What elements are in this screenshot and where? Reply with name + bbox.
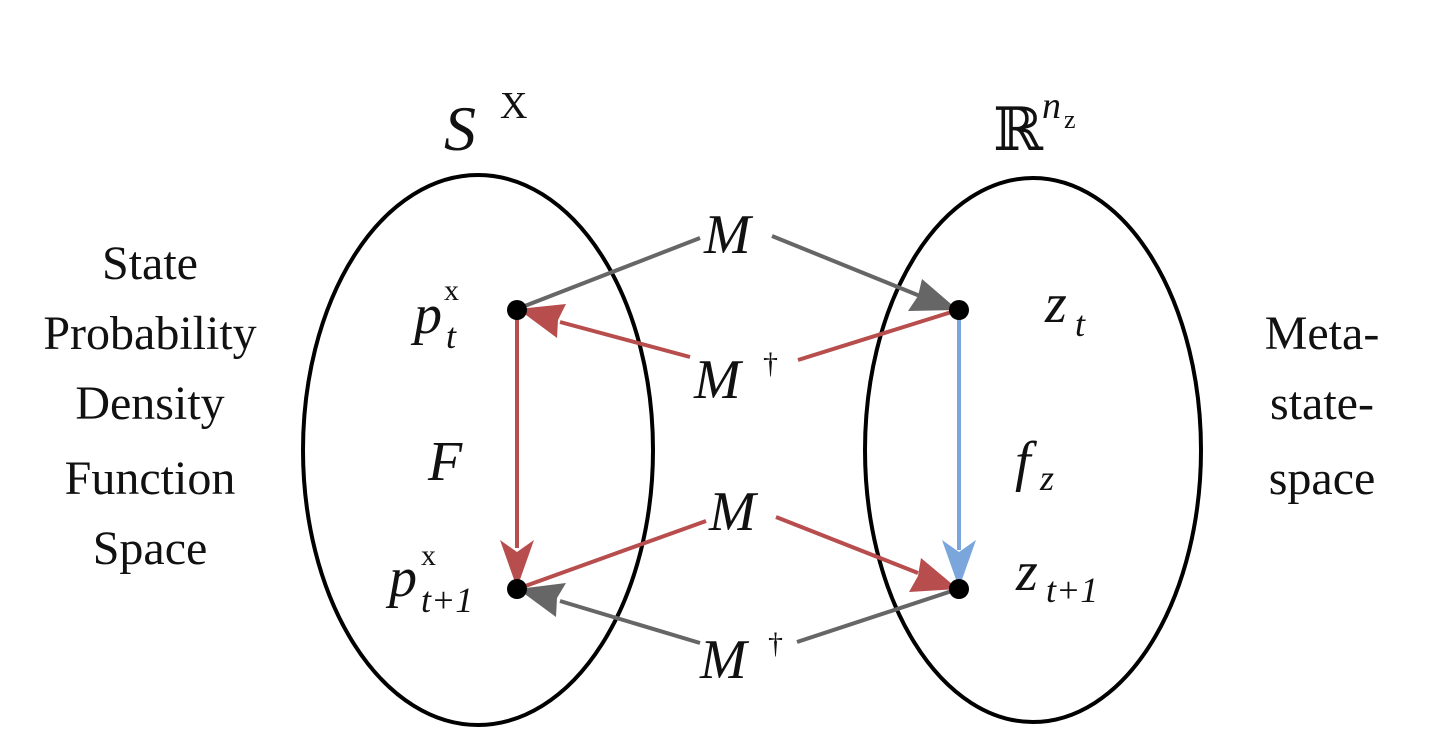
label-p-t1-sub: t+1	[421, 580, 473, 620]
node-z-t1	[949, 579, 969, 599]
label-z-t1-sub: t+1	[1046, 570, 1098, 610]
label-Mdagger-top-sup: †	[763, 347, 778, 380]
label-p-t1-sup: x	[421, 539, 436, 572]
label-z-t: z t	[1044, 273, 1086, 344]
left-space-ellipse	[301, 173, 655, 727]
label-Mdagger-bottom: M †	[699, 627, 783, 691]
label-Mdagger-bottom-base: M	[699, 629, 750, 691]
left-caption-line-1: State	[102, 237, 198, 290]
right-caption-line-1: Meta-	[1265, 307, 1380, 360]
left-caption-line-2: Probability	[43, 307, 256, 360]
label-p-t1-base: p	[385, 547, 417, 609]
right-space-ellipse	[863, 176, 1203, 724]
arrow-Mdagger-top	[518, 304, 959, 362]
left-space-superscript: X	[500, 85, 527, 127]
node-p-t1	[507, 579, 527, 599]
left-space-title: S X	[444, 85, 527, 164]
node-p-t	[507, 300, 527, 320]
label-f-z-sub: z	[1039, 458, 1054, 498]
right-space-caption: Meta- state- space	[1265, 307, 1380, 505]
label-p-t-sub: t	[446, 316, 457, 356]
label-M-top: M	[703, 204, 754, 266]
right-space-superscript-sub: z	[1064, 105, 1076, 134]
right-space-title: ℝ n z	[993, 85, 1076, 163]
label-F: F	[427, 431, 463, 493]
left-space-caption: State Probability Density Function Space	[43, 237, 256, 575]
label-f-z-base: f	[1015, 431, 1038, 493]
label-p-t: p t x	[410, 274, 459, 356]
label-z-t-sub: t	[1075, 304, 1086, 344]
arrow-F	[500, 310, 534, 588]
label-f-z: f z	[1015, 431, 1054, 498]
arrow-M-bottom	[516, 515, 958, 592]
left-caption-line-4: Function	[65, 452, 236, 505]
arrow-M-top	[516, 234, 958, 311]
arrow-fz	[942, 310, 976, 588]
label-M-bottom: M	[708, 481, 759, 543]
label-p-t-base: p	[410, 284, 442, 346]
right-space-superscript: n	[1042, 85, 1061, 127]
label-z-t1-base: z	[1015, 541, 1038, 603]
right-space-symbol: ℝ	[993, 97, 1044, 163]
left-caption-line-3: Density	[75, 377, 224, 430]
label-Mdagger-top: M †	[693, 347, 778, 411]
right-caption-line-3: space	[1269, 452, 1376, 505]
label-Mdagger-top-base: M	[693, 349, 744, 411]
left-caption-line-5: Space	[93, 522, 208, 575]
node-z-t	[949, 300, 969, 320]
label-z-t-base: z	[1044, 273, 1067, 335]
label-Mdagger-bottom-sup: †	[768, 627, 783, 660]
right-caption-line-2: state-	[1270, 377, 1374, 430]
label-p-t1: p t+1 x	[385, 539, 473, 620]
label-z-t1: z t+1	[1015, 541, 1098, 610]
label-p-t-sup: x	[444, 274, 459, 307]
left-space-symbol: S	[444, 93, 476, 164]
arrow-Mdagger-bottom	[518, 583, 959, 645]
